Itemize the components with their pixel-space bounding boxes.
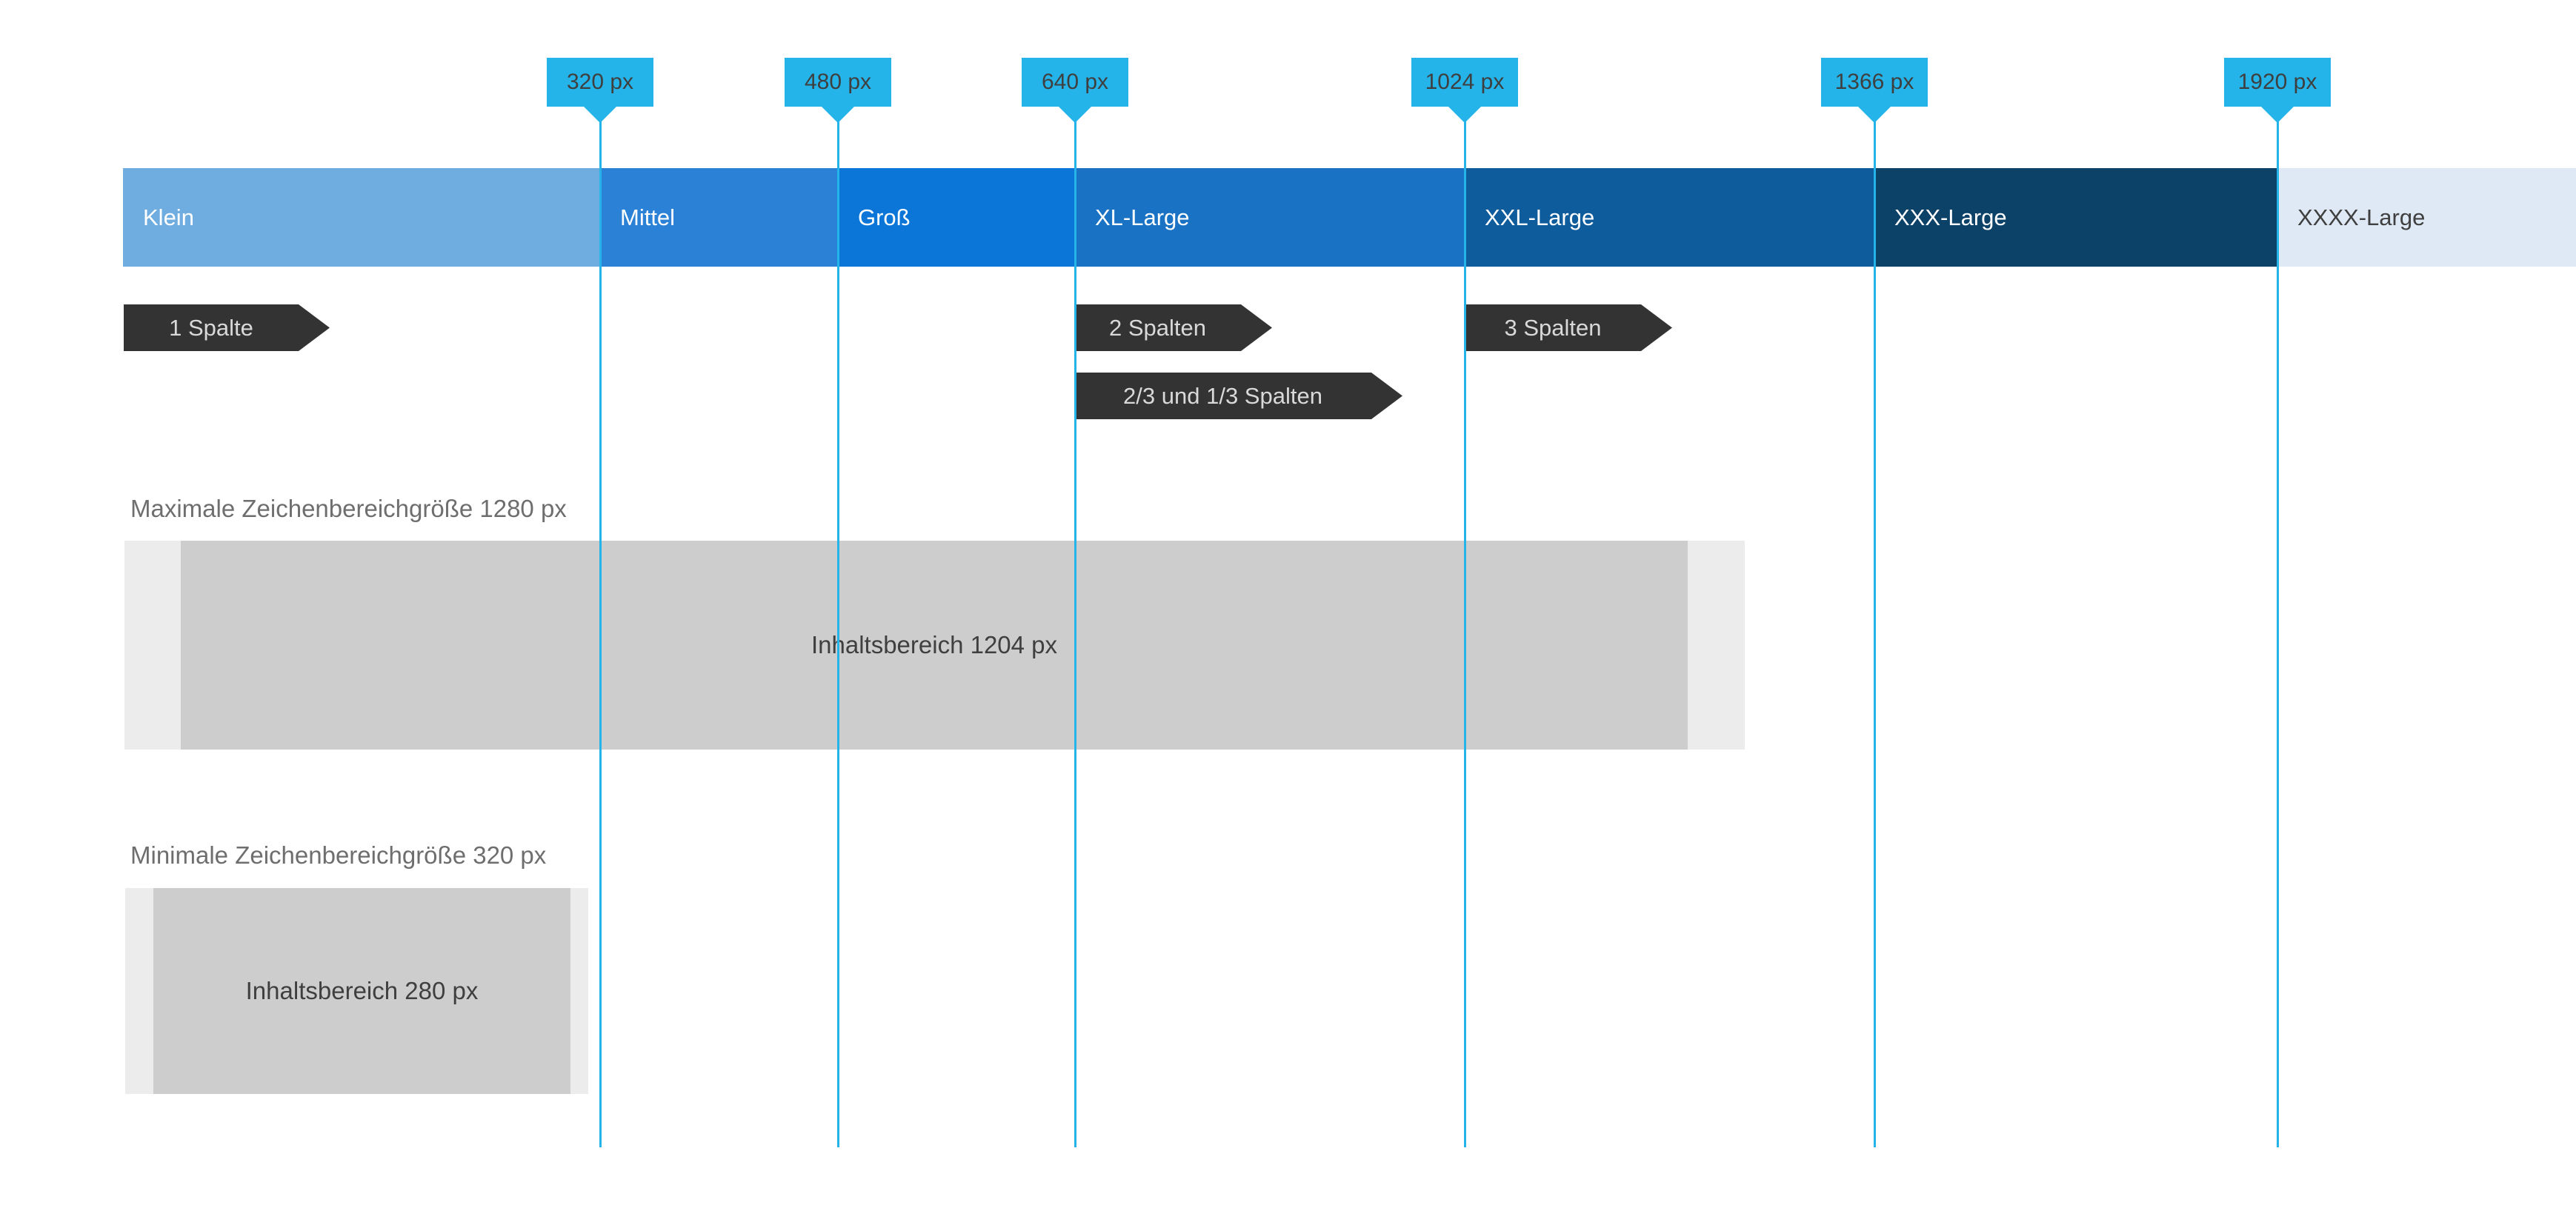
ruler-1366px: 1366 px xyxy=(1821,58,1928,1147)
ruler-line-480px xyxy=(836,105,839,1147)
ruler-pointer-icon xyxy=(2261,107,2294,123)
breakpoint-label: Klein xyxy=(143,204,194,230)
column-tag-label: 2 Spalten xyxy=(1109,314,1206,341)
ruler-pointer-icon xyxy=(822,107,854,123)
ruler-label: 1024 px xyxy=(1425,70,1505,94)
ruler-pointer-icon xyxy=(584,107,616,123)
breakpoint-label: Groß xyxy=(858,204,911,230)
ruler-line-1366px xyxy=(1873,105,1876,1147)
ruler-label: 480 px xyxy=(804,70,872,94)
column-tag-label: 3 Spalten xyxy=(1504,314,1602,341)
ruler-label: 1920 px xyxy=(2237,70,2317,94)
column-tag-label: 2/3 und 1/3 Spalten xyxy=(1123,382,1322,409)
ruler-flag-1366px: 1366 px xyxy=(1821,58,1928,107)
ruler-label: 640 px xyxy=(1041,70,1109,94)
min-canvas-content-label: Inhaltsbereich 280 px xyxy=(245,977,479,1004)
ruler-flag-1920px: 1920 px xyxy=(2224,58,2331,107)
min-canvas-caption: Minimale Zeichenbereichgröße 320 px xyxy=(130,841,547,869)
max-canvas-content-bar: Inhaltsbereich 1204 px xyxy=(181,541,1688,750)
breakpoint-xxx-large: XXX-Large xyxy=(1874,168,2277,267)
ruler-flag-1024px: 1024 px xyxy=(1411,58,1518,107)
ruler-line-1024px xyxy=(1463,105,1466,1147)
breakpoint-label: XL-Large xyxy=(1095,204,1190,230)
max-canvas-caption: Maximale Zeichenbereichgröße 1280 px xyxy=(130,495,567,522)
ruler-flag-480px: 480 px xyxy=(785,58,891,107)
ruler-320px: 320 px xyxy=(547,58,653,1147)
column-tag-3-spalten: 3 Spalten xyxy=(1465,304,1672,351)
breakpoint-gross: Groß xyxy=(838,168,1075,267)
ruler-line-320px xyxy=(599,105,602,1147)
breakpoint-xxxx-large: XXXX-Large xyxy=(2277,168,2576,267)
ruler-flag-320px: 320 px xyxy=(547,58,653,107)
ruler-pointer-icon xyxy=(1448,107,1481,123)
breakpoint-xxl-large: XXL-Large xyxy=(1465,168,1874,267)
max-canvas-content-label: Inhaltsbereich 1204 px xyxy=(811,631,1058,658)
ruler-pointer-icon xyxy=(1059,107,1091,123)
ruler-label: 320 px xyxy=(566,70,634,94)
min-canvas-content-bar: Inhaltsbereich 280 px xyxy=(153,888,570,1094)
breakpoint-xl-large: XL-Large xyxy=(1075,168,1465,267)
breakpoint-klein: Klein xyxy=(123,168,600,267)
breakpoint-mittel: Mittel xyxy=(600,168,838,267)
ruler-pointer-icon xyxy=(1858,107,1891,123)
ruler-line-640px xyxy=(1074,105,1076,1147)
column-tag-label: 1 Spalte xyxy=(169,314,253,341)
ruler-label: 1366 px xyxy=(1834,70,1914,94)
breakpoint-label: XXXX-Large xyxy=(2297,204,2426,230)
ruler-1024px: 1024 px xyxy=(1411,58,1518,1147)
ruler-640px: 640 px xyxy=(1022,58,1128,1147)
ruler-480px: 480 px xyxy=(785,58,891,1147)
column-tag-2-spalten: 2 Spalten xyxy=(1074,304,1272,351)
column-tag-2-3-und-1-3-spalten: 2/3 und 1/3 Spalten xyxy=(1074,373,1402,419)
ruler-flag-640px: 640 px xyxy=(1022,58,1128,107)
ruler-line-1920px xyxy=(2276,105,2279,1147)
ruler-1920px: 1920 px xyxy=(2224,58,2331,1147)
breakpoint-label: XXL-Large xyxy=(1485,204,1595,230)
column-tag-1-spalte: 1 Spalte xyxy=(124,304,330,351)
breakpoint-label: Mittel xyxy=(620,204,676,230)
breakpoint-label: XXX-Large xyxy=(1894,204,2007,230)
